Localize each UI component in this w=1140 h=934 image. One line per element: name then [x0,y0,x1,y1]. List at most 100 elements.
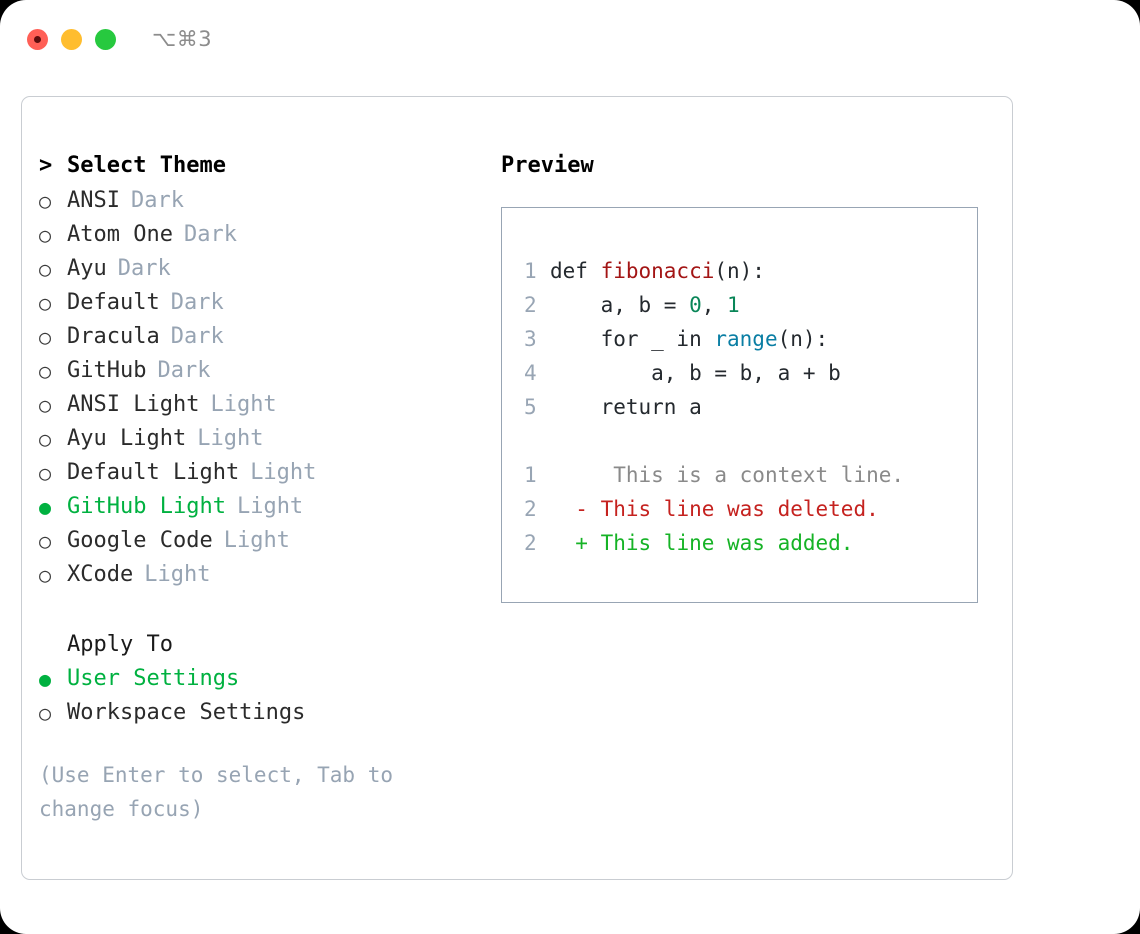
theme-item-variant-tag: Dark [170,324,224,349]
radio-unselected-icon: ○ [39,393,52,417]
line-number: 2 [524,531,537,555]
theme-item-variant-tag: Dark [157,358,211,383]
radio-unselected-icon: ○ [39,291,52,315]
keyboard-hint: (Use Enter to select, Tab to change focu… [39,763,406,821]
diff-line: 1 This is a context line. [524,458,977,492]
code-token-fn: fibonacci [600,259,715,283]
select-theme-heading-label: Select Theme [67,153,226,178]
radio-unselected-icon: ○ [39,529,52,553]
apply-to-option-label: User Settings [67,666,240,691]
theme-item-variant-tag: Light [197,426,264,451]
section-spacer [39,592,499,628]
keyboard-shortcut-label: ⌥⌘3 [152,27,213,51]
apply-to-options: ● User Settings ○ Workspace Settings [39,662,499,730]
theme-list-item[interactable]: ○ GitHub Dark [39,354,499,388]
close-button[interactable] [27,28,48,50]
diff-text: This line was added. [587,531,854,555]
radio-unselected-icon: ○ [39,223,52,247]
theme-item-label: Ayu [67,256,107,281]
apply-to-heading: Apply To [67,632,173,657]
theme-list-item[interactable]: ○ ANSI Dark [39,184,499,218]
code-blank-line [524,424,977,458]
theme-item-label: XCode [67,562,134,587]
code-line: 5 return a [524,390,977,424]
radio-unselected-icon: ○ [39,461,52,485]
radio-selected-icon: ● [39,495,52,519]
diff-marker: - [550,497,588,521]
line-number: 5 [524,395,537,419]
line-number: 1 [524,463,537,487]
code-token-plain: def [550,259,601,283]
line-number: 1 [524,259,537,283]
line-number: 4 [524,361,537,385]
theme-item-variant-tag: Dark [183,222,237,247]
select-theme-heading: > Select Theme [39,148,499,184]
traffic-lights [27,28,116,50]
theme-item-variant-tag: Light [223,528,290,553]
minimize-button[interactable] [61,28,82,50]
theme-item-variant-tag: Light [250,460,317,485]
theme-item-label: Google Code [67,528,213,553]
code-line: 2 a, b = 0, 1 [524,288,977,322]
code-line: 3 for _ in range(n): [524,322,977,356]
theme-item-label: ANSI Light [67,392,200,417]
apply-to-option-label: Workspace Settings [67,700,306,725]
radio-unselected-icon: ○ [39,189,52,213]
code-line: 4 a, b = b, a + b [524,356,977,390]
theme-item-label: Ayu Light [67,426,187,451]
title-bar: ⌥⌘3 [0,0,1140,78]
code-token-num: 0 [689,293,702,317]
theme-item-variant-tag: Light [210,392,277,417]
code-token-plain: a, b = b, a + b [550,361,841,385]
radio-unselected-icon: ○ [39,427,52,451]
code-line: 1 def fibonacci(n): [524,254,977,288]
theme-item-label: Dracula [67,324,160,349]
apply-to-option[interactable]: ● User Settings [39,662,499,696]
theme-item-variant-tag: Dark [117,256,171,281]
code-token-plain: , [701,293,728,317]
theme-item-label: GitHub Light [67,494,226,519]
code-token-call: range [714,327,778,351]
theme-item-variant-tag: Dark [170,290,224,315]
line-number: 2 [524,293,537,317]
diff-line: 2 - This line was deleted. [524,492,977,526]
diff-text: This line was deleted. [587,497,879,521]
apply-to-option[interactable]: ○ Workspace Settings [39,696,499,730]
theme-list-item[interactable]: ○ XCode Light [39,558,499,592]
theme-item-variant-tag: Light [144,562,211,587]
radio-unselected-icon: ○ [39,563,52,587]
code-token-plain: return a [550,395,702,419]
zoom-button[interactable] [95,28,116,50]
radio-unselected-icon: ○ [39,359,52,383]
theme-list-item[interactable]: ○ Default Dark [39,286,499,320]
line-number: 3 [524,327,537,351]
theme-item-label: GitHub [67,358,147,383]
theme-item-label: ANSI [67,188,120,213]
code-token-plain: a, b = [550,293,690,317]
theme-list-item[interactable]: ○ Ayu Light Light [39,422,499,456]
code-token-plain: for _ in [550,327,715,351]
caret-icon: > [39,153,53,178]
theme-item-label: Default [67,290,160,315]
line-number: 2 [524,497,537,521]
radio-unselected-icon: ○ [39,701,52,725]
diff-marker: + [550,531,588,555]
theme-list-item[interactable]: ○ ANSI Light Light [39,388,499,422]
diff-marker [550,463,588,487]
theme-list-item[interactable]: ○ Google Code Light [39,524,499,558]
code-token-plain: (n): [714,259,765,283]
theme-item-variant-tag: Dark [130,188,184,213]
radio-selected-icon: ● [39,667,52,691]
